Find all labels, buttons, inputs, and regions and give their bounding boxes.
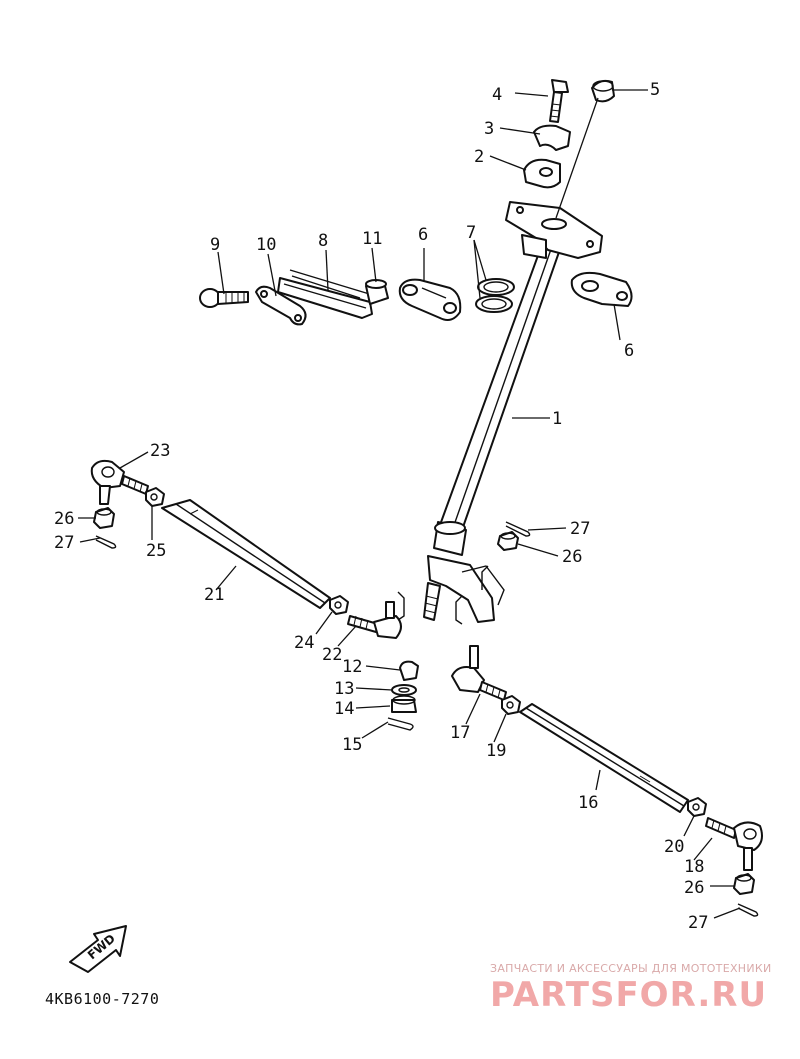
tie-rod-16: [519, 703, 689, 813]
nut-26-left: [93, 507, 115, 529]
callout-1: 1: [552, 409, 562, 429]
callout-21: 21: [204, 585, 224, 605]
callout-13: 13: [334, 679, 354, 699]
callout-27-center: 27: [570, 519, 590, 539]
callout-26-right: 26: [684, 878, 704, 898]
nut-25: [145, 487, 165, 507]
bushing-7: [475, 278, 515, 313]
tie-rod-21: [161, 499, 331, 609]
callout-26-left: 26: [54, 509, 74, 529]
callout-7: 7: [466, 223, 476, 243]
upper-holder: [533, 124, 571, 151]
castle-nut-14: [391, 695, 417, 713]
callout-3: 3: [484, 119, 494, 139]
callout-4: 4: [492, 85, 502, 105]
collar-11: [365, 279, 389, 305]
rod-end-17: [451, 645, 507, 701]
watermark-tagline: ЗАПЧАСТИ И АКСЕССУАРЫ ДЛЯ МОТОТЕХНИКИ: [490, 962, 772, 975]
rod-end-22: [347, 601, 402, 639]
watermark-brand: PARTSFOR.RU: [490, 975, 768, 1015]
holder-6-right: [570, 271, 633, 307]
column-holder: [505, 201, 603, 259]
steering-shaft: [397, 227, 567, 625]
fwd-arrow-icon: FWD: [69, 925, 127, 973]
callout-14: 14: [334, 699, 354, 719]
nut-26-right: [733, 873, 755, 895]
callout-27-right: 27: [688, 913, 708, 933]
callout-11: 11: [362, 229, 382, 249]
plate-10: [255, 285, 307, 326]
callout-labels: 4 3 2 5 9 10 8 11 6 7 6 1 23 26 27 25 21…: [54, 80, 708, 933]
callout-22: 22: [322, 645, 342, 665]
callout-25: 25: [146, 541, 166, 561]
bolt-9: [199, 288, 249, 308]
diagram-code: 4KB6100-7270: [45, 990, 160, 1008]
lock-plate-8: [277, 269, 377, 319]
cotter-pin-27-center: [505, 521, 531, 537]
nut-19: [501, 695, 521, 715]
callout-8: 8: [318, 231, 328, 251]
leader-lines: [78, 89, 741, 919]
callout-6-right: 6: [624, 341, 634, 361]
rod-end-23: [90, 459, 149, 505]
callout-17: 17: [450, 723, 470, 743]
nut-24: [329, 595, 349, 615]
washer-13: [391, 684, 417, 696]
callout-24: 24: [294, 633, 314, 653]
callout-6-left: 6: [418, 225, 428, 245]
nut-26-center: [497, 531, 519, 551]
holder-6-left: [398, 278, 462, 321]
lower-holder: [523, 158, 561, 189]
callout-27-left: 27: [54, 533, 74, 553]
callout-9: 9: [210, 235, 220, 255]
callout-2: 2: [474, 147, 484, 167]
callout-26-center: 26: [562, 547, 582, 567]
callout-23: 23: [150, 441, 170, 461]
nut-20: [687, 797, 707, 817]
callout-19: 19: [486, 741, 506, 761]
callout-5: 5: [650, 80, 660, 100]
cap-5: [591, 79, 615, 103]
cotter-pin-15: [387, 717, 414, 731]
cotter-pin-27-right: [737, 903, 759, 917]
bolt-4: [549, 79, 569, 123]
callout-10: 10: [256, 235, 276, 255]
callout-18: 18: [684, 857, 704, 877]
callout-16: 16: [578, 793, 598, 813]
callout-20: 20: [664, 837, 684, 857]
spacer-12: [399, 660, 419, 681]
cotter-pin-27-left: [95, 535, 117, 549]
rod-end-18: [705, 817, 763, 871]
callout-12: 12: [342, 657, 362, 677]
callout-15: 15: [342, 735, 362, 755]
